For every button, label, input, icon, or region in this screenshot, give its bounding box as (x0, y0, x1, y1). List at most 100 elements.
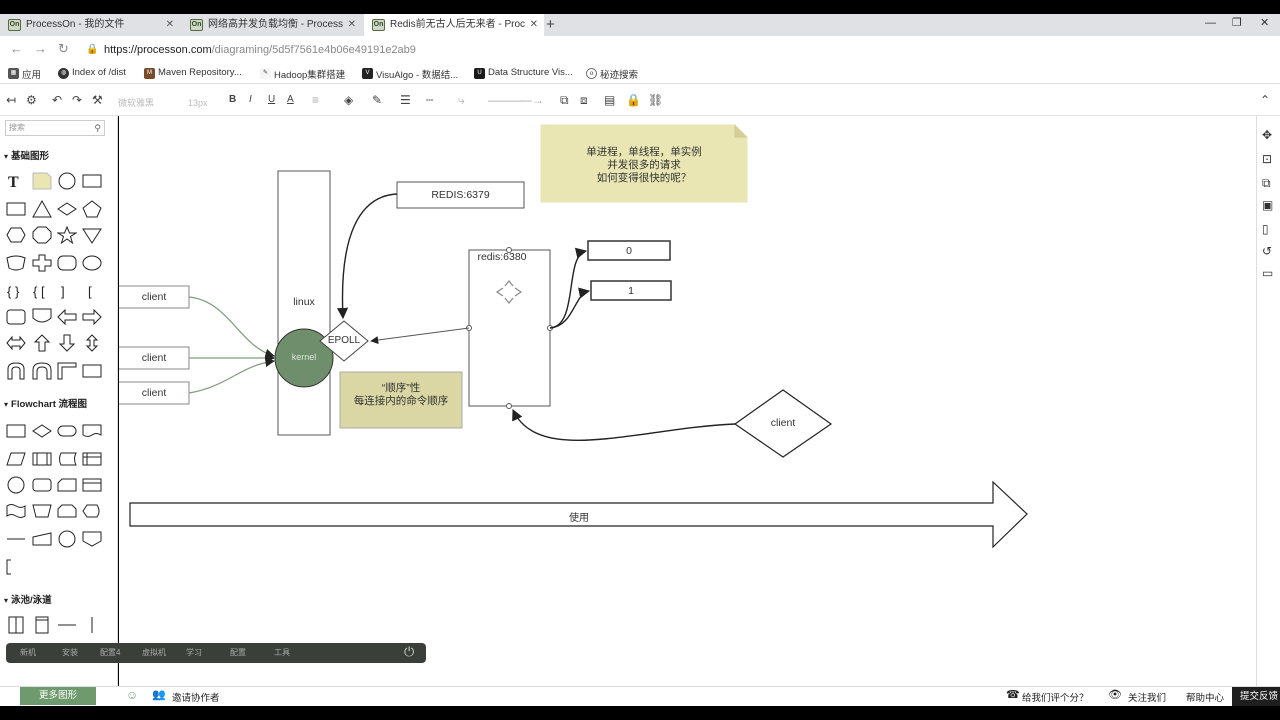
redis-6380-box[interactable] (468, 249, 551, 407)
font-family-select[interactable]: 微软雅黑 (118, 98, 155, 108)
decision-shape[interactable] (32, 422, 52, 440)
connector-icon[interactable]: ⤷ (458, 93, 465, 107)
client3-to-kernel-line[interactable] (188, 357, 275, 394)
process-shape[interactable] (6, 422, 26, 440)
predefined-process-shape[interactable] (32, 450, 52, 468)
circle-flow-shape[interactable] (57, 530, 77, 548)
display-shape[interactable] (82, 502, 102, 520)
bring-front-icon[interactable]: ⧉ (560, 93, 569, 107)
reload-icon[interactable]: ↻ (58, 41, 69, 56)
rectangle-shape[interactable] (82, 172, 102, 190)
manual-operation-shape[interactable] (32, 502, 52, 520)
undo-icon[interactable]: ↶ (52, 93, 63, 107)
corner-shape[interactable] (57, 362, 77, 380)
down-arrow-shape[interactable] (57, 334, 77, 352)
card-flow-shape[interactable] (57, 476, 77, 494)
rectangle-flat-shape[interactable] (82, 362, 102, 380)
style-icon[interactable]: ✥ (1262, 128, 1273, 142)
internal-storage-shape[interactable] (82, 450, 102, 468)
note-shape[interactable] (32, 172, 52, 190)
rate-us-button[interactable]: 给我们评个分？ (1022, 693, 1089, 704)
italic-button[interactable]: I (249, 94, 252, 105)
arch-shape[interactable] (32, 362, 52, 380)
db-1-box[interactable] (590, 280, 672, 301)
new-tab-button[interactable]: + (546, 16, 555, 33)
file-icon[interactable]: ▯ (1262, 222, 1269, 236)
data-icon[interactable]: ⧉ (1262, 176, 1271, 190)
star-shape[interactable] (57, 226, 77, 244)
attribute-icon[interactable]: ▣ (1262, 198, 1274, 212)
close-icon[interactable]: ✕ (165, 19, 174, 30)
diagram-canvas[interactable]: 单进程，单线程，单实例 并发很多的请求 如何变得很快的呢？ REDIS:6379… (119, 116, 1256, 686)
format-painter-icon[interactable]: ⚙ (26, 93, 37, 107)
more-shapes-button[interactable]: 更多图形 (20, 687, 96, 705)
circle-shape[interactable] (57, 172, 77, 190)
note-box-top[interactable] (540, 124, 748, 203)
align-icon[interactable]: ≡ (312, 93, 320, 107)
collapse-icon[interactable]: ⌃ (1260, 93, 1271, 107)
lock-icon[interactable]: 🔒 (626, 93, 641, 107)
right-arrow-shape[interactable] (82, 308, 102, 326)
linux-box[interactable] (277, 170, 331, 436)
redo-icon[interactable]: ↷ (72, 93, 83, 107)
loop-limit-shape[interactable] (57, 502, 77, 520)
font-size-select[interactable]: 13px (188, 98, 208, 108)
help-center-button[interactable]: 帮助中心 (1186, 693, 1225, 704)
order-note-box[interactable] (339, 371, 463, 429)
connector-shape[interactable] (6, 476, 26, 494)
forward-icon[interactable]: → (34, 41, 47, 56)
align-shapes-icon[interactable]: ▤ (604, 93, 616, 107)
window-close-icon[interactable]: ✕ (1260, 17, 1270, 29)
pentagon-shape[interactable] (82, 200, 102, 218)
page-icon[interactable]: ⊡ (1262, 152, 1273, 166)
triangle-shape[interactable] (32, 200, 52, 218)
submit-feedback-button[interactable]: 提交反馈 (1232, 687, 1280, 707)
video-chapter[interactable]: 学习 (186, 648, 202, 657)
left-arrow-shape[interactable] (57, 308, 77, 326)
separator-horizontal-shape[interactable] (57, 616, 77, 634)
db-0-box[interactable] (587, 240, 671, 261)
right-brace-shape[interactable]: ] (57, 282, 77, 300)
bookmark-index-dist[interactable]: ◍Index of /dist (58, 67, 126, 79)
close-icon[interactable]: ✕ (529, 19, 538, 30)
brace-shape[interactable]: { } (6, 282, 26, 300)
usage-arrow[interactable] (129, 480, 1028, 549)
redis6380-to-db1-line[interactable] (549, 287, 591, 329)
delay-shape[interactable] (82, 476, 102, 494)
video-chapter[interactable]: 配置4 (100, 648, 121, 657)
bookmark-apps[interactable]: ▦应用 (8, 67, 41, 81)
separator-vertical-shape[interactable] (82, 616, 102, 634)
client1-to-kernel-line[interactable] (188, 296, 275, 359)
line-style-icon[interactable]: ┄ (426, 93, 434, 107)
url-input[interactable]: 🔒 https://processon.com/diagraming/5d5f7… (86, 40, 1086, 60)
section-basic-shapes[interactable]: ▾基础图形 (4, 151, 50, 162)
client-diamond[interactable] (733, 389, 833, 458)
line-color-icon[interactable]: ✎ (372, 93, 383, 107)
tape-shape[interactable] (6, 502, 26, 520)
font-color-button[interactable]: A (287, 94, 294, 105)
link-icon[interactable]: ⛓ (648, 93, 664, 107)
redis6379-to-epoll-line[interactable] (336, 193, 398, 320)
shape-search-input[interactable]: 搜索 ⚲ (5, 120, 105, 136)
annotation-shape[interactable] (6, 558, 26, 576)
rounded-process-shape[interactable] (32, 476, 52, 494)
back-icon[interactable]: ← (10, 41, 23, 56)
line-end-icon[interactable]: —→ (520, 93, 544, 107)
document-shape[interactable] (82, 422, 102, 440)
history-icon[interactable]: ↺ (1262, 244, 1273, 258)
kernel-circle[interactable] (274, 328, 334, 388)
up-arrow-shape[interactable] (32, 334, 52, 352)
follow-us-button[interactable]: 关注我们 (1128, 693, 1167, 704)
brush-icon[interactable]: ⚒ (92, 93, 103, 107)
u-turn-shape[interactable] (6, 362, 26, 380)
search-icon[interactable]: ⚲ (94, 123, 101, 133)
minimize-icon[interactable]: — (1205, 17, 1216, 29)
redis6380-to-epoll-line[interactable] (370, 327, 470, 345)
section-flowchart[interactable]: ▾Flowchart 流程图 (4, 399, 88, 410)
invite-collaborator-button[interactable]: 邀请协作者 (172, 693, 220, 704)
bold-button[interactable]: B (229, 94, 237, 105)
section-swimlane[interactable]: ▾泳池/泳道 (4, 595, 52, 606)
